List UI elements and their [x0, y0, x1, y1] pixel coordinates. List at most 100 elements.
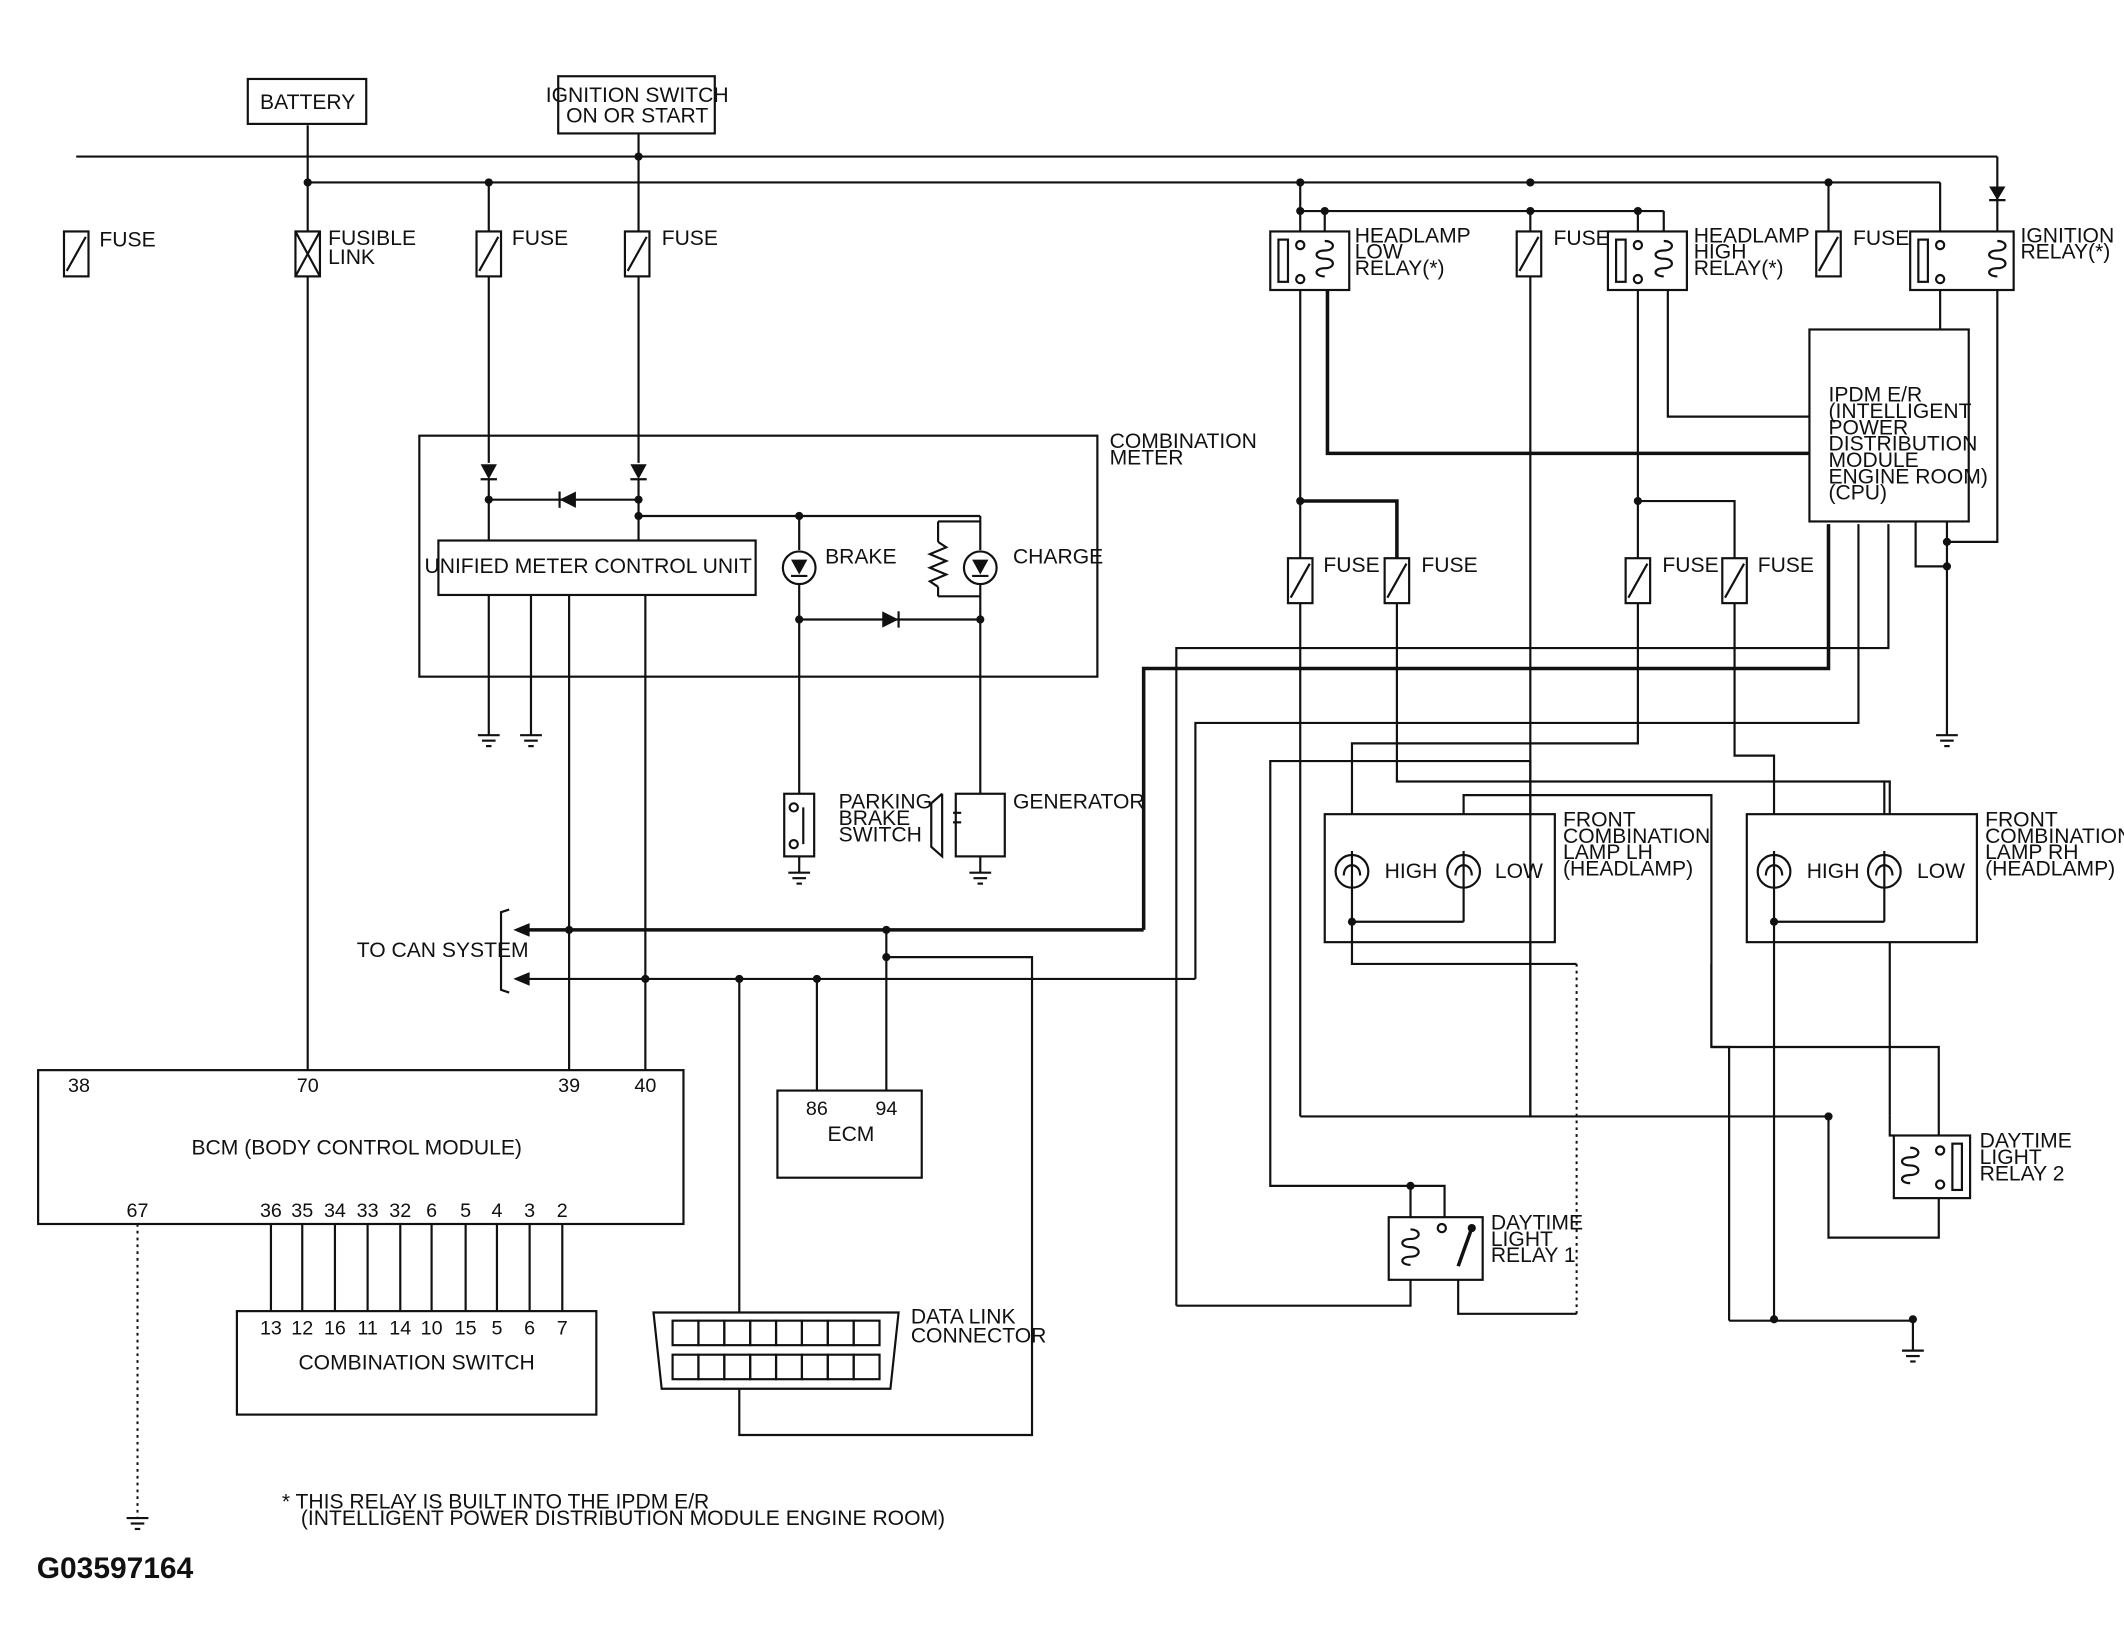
dtr1-label-2: LIGHT [1491, 1228, 1553, 1251]
dlc-label-2: CONNECTOR [911, 1324, 1047, 1347]
combination-switch: 13 12 16 11 14 10 15 5 6 7 COMBINATION S… [235, 1310, 598, 1416]
hl-low-relay-label-3: RELAY(*) [1355, 257, 1445, 280]
bcm-pin-36: 36 [260, 1200, 282, 1222]
fcl-lh-label-4: (HEADLAMP) [1563, 857, 1693, 880]
ipdm-label-7: (CPU) [1828, 482, 1887, 505]
cs-pin-14: 14 [389, 1317, 411, 1339]
lh-low-label: LOW [1495, 860, 1543, 883]
lamp-ground-bus [1710, 963, 1924, 1363]
fusible-link: FUSIBLE LINK [294, 182, 416, 1071]
fuse-hl-lh-2-label: FUSE [1421, 554, 1477, 577]
cs-pin-11: 11 [357, 1317, 378, 1339]
note-line-1: * THIS RELAY IS BUILT INTO THE IPDM E/R [282, 1491, 709, 1514]
front-combination-lamp-rh: HIGH LOW FRONT COMBINATION LAMP RH (HEAD… [1745, 781, 2124, 1320]
bcm-pin-70: 70 [297, 1075, 319, 1097]
power-buses [76, 125, 2006, 232]
cs-pin-7: 7 [557, 1317, 568, 1339]
dtr2-label-1: DAYTIME [1980, 1130, 2072, 1153]
hl-low-relay-label-2: LOW [1355, 241, 1403, 264]
fuse-5: FUSE [1815, 182, 1909, 278]
ipdm: IPDM E/R (INTELLIGENT POWER DISTRIBUTION… [1808, 328, 1988, 748]
ecm: 86 94 ECM [776, 929, 923, 1179]
cs-pin-15: 15 [455, 1317, 477, 1339]
headlamp-high-relay: HEADLAMP HIGH RELAY(*) [1606, 211, 1810, 559]
lh-high-label: HIGH [1385, 860, 1438, 883]
bcm-pin-34: 34 [324, 1200, 346, 1222]
hl-low-relay-label: HEADLAMP [1355, 224, 1471, 247]
ecm-label: ECM [828, 1123, 875, 1146]
bcm-switch-wires [269, 1223, 564, 1312]
cs-pin-12: 12 [291, 1317, 313, 1339]
bcm-pin-35: 35 [291, 1200, 313, 1222]
headlamp-low-relay: HEADLAMP LOW RELAY(*) [1269, 182, 1810, 559]
brake-label: BRAKE [825, 546, 897, 569]
fcl-lh-label-1: FRONT [1563, 808, 1636, 831]
bcm-pin-38: 38 [68, 1075, 90, 1097]
umcu-label: UNIFIED METER CONTROL UNIT [424, 555, 751, 578]
can-label: TO CAN SYSTEM [357, 939, 529, 962]
ipdm-label-1: IPDM E/R [1828, 384, 1922, 407]
ecm-pin-86: 86 [806, 1098, 828, 1120]
front-combination-lamp-lh: HIGH LOW FRONT COMBINATION LAMP LH (HEAD… [1323, 794, 1940, 1314]
hl-high-relay-label-3: RELAY(*) [1694, 257, 1784, 280]
fuse-2-label: FUSE [512, 227, 568, 250]
rh-high-label: HIGH [1807, 860, 1860, 883]
fusible-link-label-2: LINK [328, 246, 375, 269]
dlc-pins-bottom [671, 1353, 881, 1381]
dtr1-label-3: RELAY 1 [1491, 1244, 1576, 1267]
dtr1-label-1: DAYTIME [1491, 1211, 1583, 1234]
hl-high-relay-label-2: HIGH [1694, 241, 1747, 264]
battery-label: BATTERY [260, 91, 355, 114]
fuse-1: FUSE [62, 228, 156, 278]
fuse-4-label: FUSE [1553, 227, 1609, 250]
combination-meter-label: COMBINATION [1110, 430, 1257, 453]
fuse-hl-rh-2-label: FUSE [1758, 554, 1814, 577]
bcm-pin-67: 67 [127, 1200, 149, 1222]
generator-label: GENERATOR [1013, 791, 1145, 814]
ipdm-label-2: (INTELLIGENT [1828, 400, 1971, 423]
fuse-5-label: FUSE [1853, 227, 1909, 250]
charge-label: CHARGE [1013, 546, 1103, 569]
ipdm-label-3: POWER [1828, 416, 1908, 439]
ipdm-label-4: DISTRIBUTION [1828, 433, 1977, 456]
cs-pin-5: 5 [491, 1317, 502, 1339]
bcm-pin-32: 32 [389, 1200, 411, 1222]
bcm-pin-4: 4 [491, 1200, 502, 1222]
bcm-pin-40: 40 [634, 1075, 656, 1097]
bcm: BCM (BODY CONTROL MODULE) 38 70 39 40 67… [37, 1069, 685, 1531]
ipdm-label-5: MODULE [1828, 449, 1918, 472]
ignition-relay: IGNITION RELAY(*) [1909, 224, 2114, 543]
ignition-switch-label: IGNITION SWITCH [546, 84, 729, 107]
fcl-rh-label-1: FRONT [1985, 808, 2058, 831]
fuse-hl-rh-1-label: FUSE [1662, 554, 1718, 577]
cs-pin-13: 13 [260, 1317, 282, 1339]
figure-id: G03597164 [37, 1552, 194, 1585]
dlc-label: DATA LINK [911, 1305, 1016, 1328]
combination-meter-label-2: METER [1110, 446, 1184, 469]
ecm-pin-94: 94 [875, 1098, 897, 1120]
ignition-relay-label-2: RELAY(*) [2020, 241, 2110, 264]
fuse-2: FUSE [475, 182, 568, 463]
bcm-pin-39: 39 [558, 1075, 580, 1097]
bcm-pin-6: 6 [426, 1200, 437, 1222]
battery: BATTERY [246, 77, 368, 125]
parking-brake-label-2: BRAKE [839, 807, 911, 830]
ground-icon [477, 734, 500, 748]
fuse-3-label: FUSE [662, 227, 718, 250]
bcm-pin-3: 3 [524, 1200, 535, 1222]
note-line-2: (INTELLIGENT POWER DISTRIBUTION MODULE E… [301, 1507, 945, 1530]
fuse-hl-lh-1-label: FUSE [1323, 554, 1379, 577]
ignition-switch: IGNITION SWITCH ON OR START [546, 75, 729, 135]
fusible-link-label: FUSIBLE [328, 227, 416, 250]
bcm-pin-2: 2 [557, 1200, 568, 1222]
ignition-switch-label-2: ON OR START [566, 105, 708, 128]
combination-switch-label: COMBINATION SWITCH [298, 1352, 534, 1375]
generator: GENERATOR [930, 791, 1145, 885]
parking-brake-label-3: SWITCH [839, 823, 922, 846]
can-system: TO CAN SYSTEM [357, 524, 1890, 1306]
daytime-light-relay-1: DAYTIME LIGHT RELAY 1 [1176, 759, 1894, 1315]
fcl-lh-label-2: COMBINATION [1563, 825, 1710, 848]
daytime-light-relay-2: DAYTIME LIGHT RELAY 2 [1300, 1112, 2072, 1239]
bcm-pin-33: 33 [357, 1200, 379, 1222]
